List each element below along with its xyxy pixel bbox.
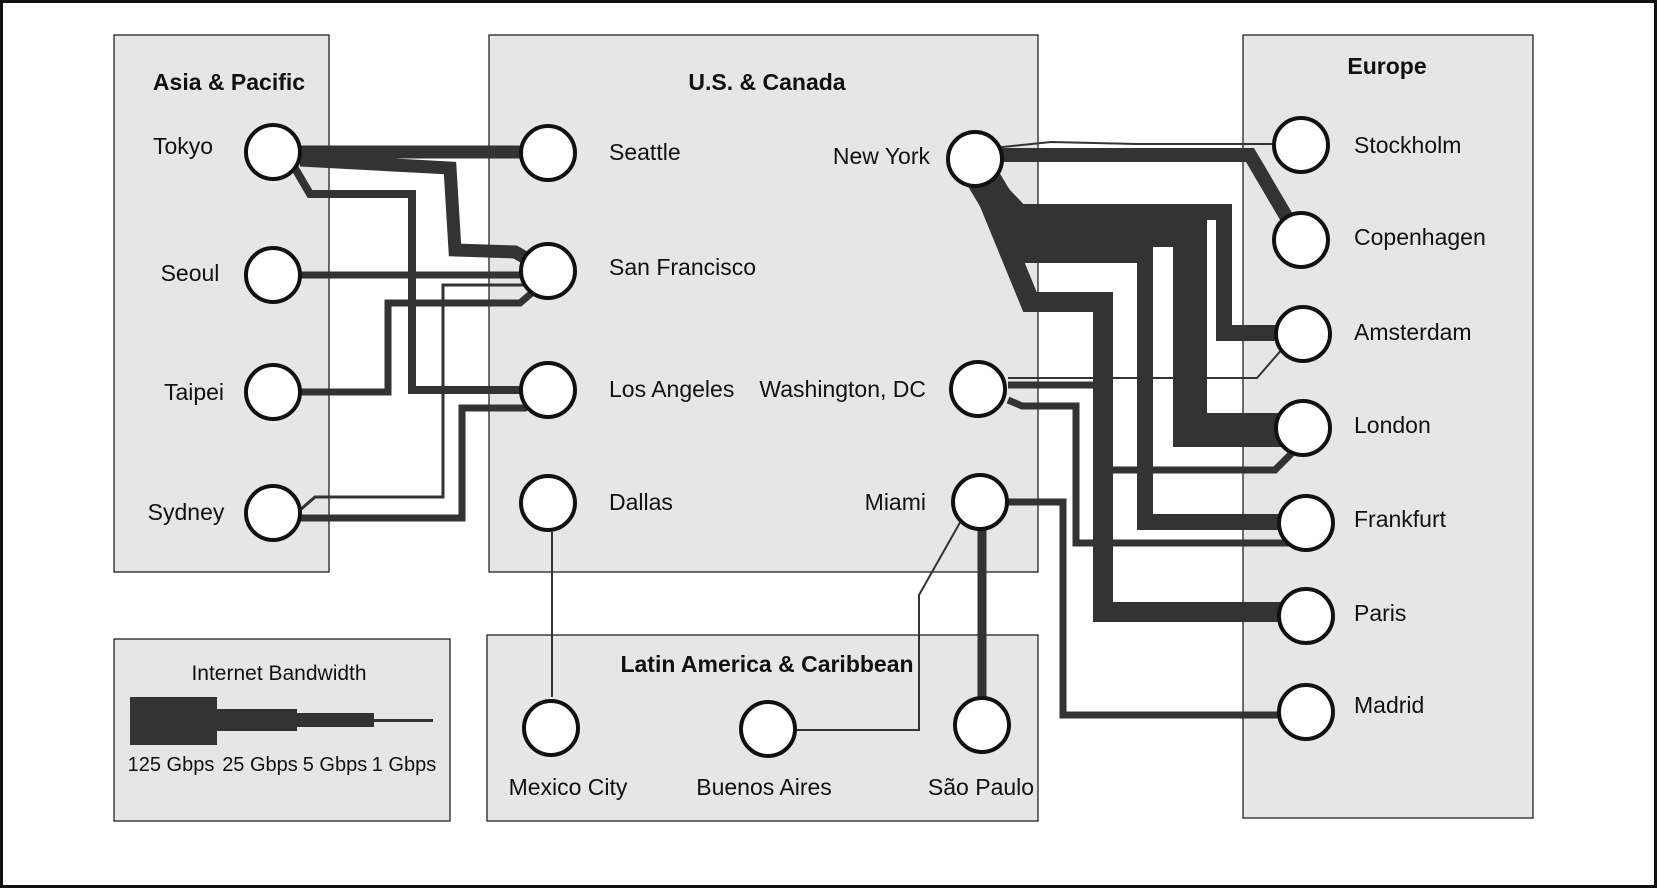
link-taipei-san-francisco	[300, 277, 550, 396]
link-new-york-copenhagen	[975, 148, 1307, 244]
label-miami: Miami	[865, 489, 926, 515]
region-title-asia-pacific: Asia & Pacific	[153, 69, 305, 95]
node-los-angeles[interactable]	[519, 361, 577, 419]
link-tokyo-los-angeles	[289, 162, 547, 394]
legend-bar-125	[130, 697, 217, 745]
label-sao-paulo: São Paulo	[928, 774, 1034, 800]
label-copenhagen: Copenhagen	[1354, 224, 1486, 250]
legend-label-25: 25 Gbps	[222, 754, 298, 776]
label-tokyo: Tokyo	[153, 133, 213, 159]
node-miami[interactable]	[951, 473, 1009, 531]
legend-title: Internet Bandwidth	[191, 662, 366, 685]
node-mexico-city[interactable]	[522, 699, 580, 757]
label-washington-dc: Washington, DC	[759, 376, 926, 402]
label-seoul: Seoul	[161, 260, 220, 286]
labels-layer: Tokyo Seoul Taipei Sydney Seattle San Fr…	[148, 132, 1486, 800]
label-madrid: Madrid	[1354, 692, 1424, 718]
node-taipei[interactable]	[244, 363, 302, 421]
legend-bar-1	[373, 719, 433, 722]
link-washington-amsterdam	[1008, 339, 1291, 379]
label-amsterdam: Amsterdam	[1354, 319, 1472, 345]
node-san-francisco[interactable]	[519, 242, 577, 300]
legend-bar-5	[296, 713, 374, 727]
node-stockholm[interactable]	[1272, 116, 1330, 174]
label-san-francisco: San Francisco	[609, 254, 756, 280]
node-washington-dc[interactable]	[949, 360, 1007, 418]
node-paris[interactable]	[1277, 587, 1335, 645]
link-new-york-paris	[965, 164, 1300, 622]
node-seattle[interactable]	[519, 124, 577, 182]
label-london: London	[1354, 412, 1431, 438]
label-frankfurt: Frankfurt	[1354, 506, 1447, 532]
region-title-latin-america: Latin America & Caribbean	[620, 651, 913, 677]
link-new-york-stockholm	[973, 140, 1300, 151]
node-buenos-aires[interactable]	[739, 700, 797, 758]
label-new-york: New York	[833, 143, 931, 169]
label-sydney: Sydney	[148, 499, 225, 525]
legend-label-5: 5 Gbps	[303, 754, 367, 776]
node-seoul[interactable]	[244, 246, 302, 304]
node-sao-paulo[interactable]	[953, 696, 1011, 754]
bandwidth-legend: Internet Bandwidth 125 Gbps 25 Gbps 5 Gb…	[128, 662, 437, 776]
region-title-us-canada: U.S. & Canada	[688, 69, 845, 95]
links-layer	[289, 140, 1307, 731]
legend-label-1: 1 Gbps	[372, 754, 436, 776]
node-madrid[interactable]	[1277, 683, 1335, 741]
node-tokyo[interactable]	[244, 123, 302, 181]
legend-label-125: 125 Gbps	[128, 754, 215, 776]
label-paris: Paris	[1354, 600, 1406, 626]
label-stockholm: Stockholm	[1354, 132, 1461, 158]
node-sydney[interactable]	[244, 484, 302, 542]
link-washington-frankfurt	[1006, 396, 1300, 547]
link-miami-buenos-aires	[796, 518, 963, 731]
link-washington-london	[1008, 381, 1303, 474]
region-box-asia-pacific	[113, 34, 330, 573]
node-london[interactable]	[1274, 399, 1332, 457]
label-seattle: Seattle	[609, 139, 681, 165]
node-dallas[interactable]	[519, 474, 577, 532]
nodes-layer	[244, 116, 1335, 758]
label-los-angeles: Los Angeles	[609, 376, 734, 402]
link-miami-madrid	[1008, 498, 1300, 719]
node-new-york[interactable]	[946, 130, 1004, 188]
label-taipei: Taipei	[164, 379, 224, 405]
legend-bar-25	[216, 709, 297, 731]
label-mexico-city: Mexico City	[509, 774, 628, 800]
region-box-us-canada	[488, 34, 1039, 573]
node-amsterdam[interactable]	[1274, 305, 1332, 363]
node-copenhagen[interactable]	[1272, 211, 1330, 269]
label-buenos-aires: Buenos Aires	[696, 774, 832, 800]
region-title-europe: Europe	[1347, 53, 1426, 79]
node-frankfurt[interactable]	[1277, 494, 1335, 552]
label-dallas: Dallas	[609, 489, 673, 515]
